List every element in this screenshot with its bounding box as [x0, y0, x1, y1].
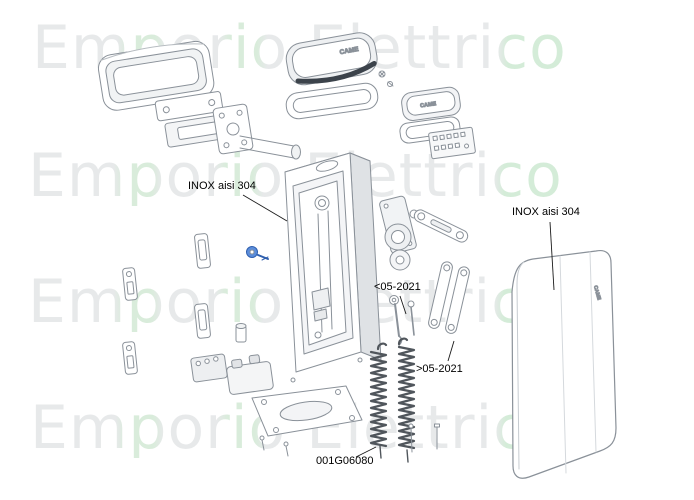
- screw-icon: [378, 70, 394, 87]
- spring-part: [369, 337, 416, 463]
- cylinder-part: [235, 323, 247, 343]
- came-logo: CAME: [339, 46, 360, 56]
- right-door-part: CAME: [511, 249, 617, 479]
- came-logo: CAME: [592, 285, 602, 301]
- bracket-part: [194, 303, 211, 339]
- key-part: [122, 341, 138, 375]
- label-inox-left: INOX aisi 304: [188, 180, 256, 192]
- right-lid-part: CAME: [401, 86, 461, 121]
- lock-part: [246, 246, 269, 261]
- bracket-part: [194, 233, 211, 269]
- motor-part: [379, 195, 419, 271]
- plate-part: [154, 91, 224, 122]
- screw-icon: [408, 423, 440, 453]
- battery-part: [226, 354, 274, 395]
- shaft-part: [239, 135, 301, 160]
- lid-frame-part: [285, 82, 379, 120]
- flange-part: [212, 103, 254, 155]
- key-part: [122, 267, 138, 301]
- arm-part: [413, 209, 469, 243]
- came-logo: CAME: [420, 101, 437, 109]
- circuit-board-part: [428, 126, 476, 160]
- link-bars-part: [428, 261, 470, 334]
- label-part-code: 001G06080: [316, 455, 374, 467]
- hook-rod-part: [389, 295, 415, 346]
- terminal-block-part: [190, 353, 228, 383]
- leader-lines: [242, 194, 555, 458]
- cabinet-part: [284, 152, 382, 383]
- top-lid-part: CAME: [285, 32, 378, 86]
- label-before-date: <05-2021: [374, 281, 421, 293]
- left-cover-part: [97, 40, 215, 111]
- base-plate-part: [251, 385, 363, 457]
- label-after-date: >05-2021: [416, 363, 463, 375]
- label-inox-right: INOX aisi 304: [512, 206, 580, 218]
